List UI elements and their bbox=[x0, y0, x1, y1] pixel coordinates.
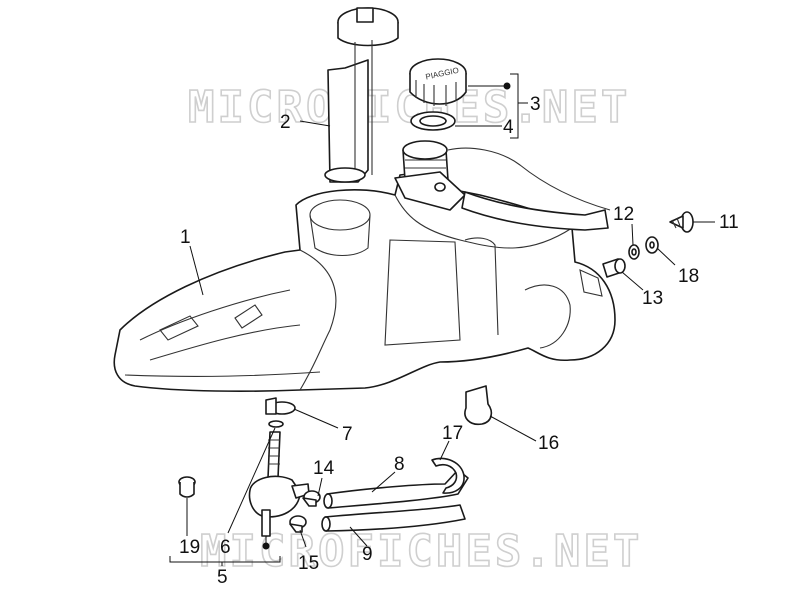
fuel-level-sender bbox=[324, 7, 399, 183]
mounting-screw bbox=[669, 211, 694, 233]
label-1: 1 bbox=[180, 227, 191, 248]
label-6: 6 bbox=[220, 537, 231, 558]
label-19: 19 bbox=[179, 537, 200, 558]
spacer-13 bbox=[602, 258, 626, 278]
label-16: 16 bbox=[538, 433, 559, 454]
hose-clamp-7 bbox=[265, 397, 296, 415]
label-15: 15 bbox=[298, 553, 319, 574]
label-14: 14 bbox=[313, 458, 335, 479]
label-11: 11 bbox=[719, 212, 739, 233]
label-3: 3 bbox=[530, 94, 541, 115]
label-5: 5 bbox=[217, 567, 228, 588]
label-18: 18 bbox=[678, 266, 699, 287]
label-13: 13 bbox=[642, 288, 663, 309]
label-7: 7 bbox=[342, 424, 353, 445]
cap-seal-ring bbox=[410, 111, 456, 131]
label-9: 9 bbox=[362, 544, 373, 565]
watermark-bottom: MICROFICHES.NET bbox=[200, 526, 642, 577]
label-2: 2 bbox=[280, 112, 291, 133]
label-12: 12 bbox=[613, 204, 634, 225]
washer-18 bbox=[645, 236, 659, 254]
label-4: 4 bbox=[503, 117, 514, 138]
hose-clip-16 bbox=[464, 385, 493, 426]
label-17: 17 bbox=[442, 423, 463, 444]
clamp-15 bbox=[289, 515, 307, 533]
fuel-cap: PIAGGIO bbox=[409, 58, 467, 106]
clamp-14 bbox=[302, 490, 321, 507]
washer-12 bbox=[628, 244, 640, 260]
o-ring-6 bbox=[268, 420, 284, 428]
fuel-tank-body bbox=[113, 169, 616, 392]
fuel-hose-9 bbox=[321, 504, 466, 532]
part-labels: 2 3 4 1 12 11 18 13 7 17 16 8 14 19 6 15… bbox=[179, 94, 739, 588]
leader-lines bbox=[169, 73, 715, 566]
watermark-top: MICROFICHES.NET bbox=[188, 82, 630, 133]
hose-clamp-17 bbox=[431, 457, 465, 494]
filler-neck bbox=[394, 140, 611, 231]
drain-plug-19 bbox=[178, 476, 196, 498]
label-8: 8 bbox=[394, 454, 405, 475]
